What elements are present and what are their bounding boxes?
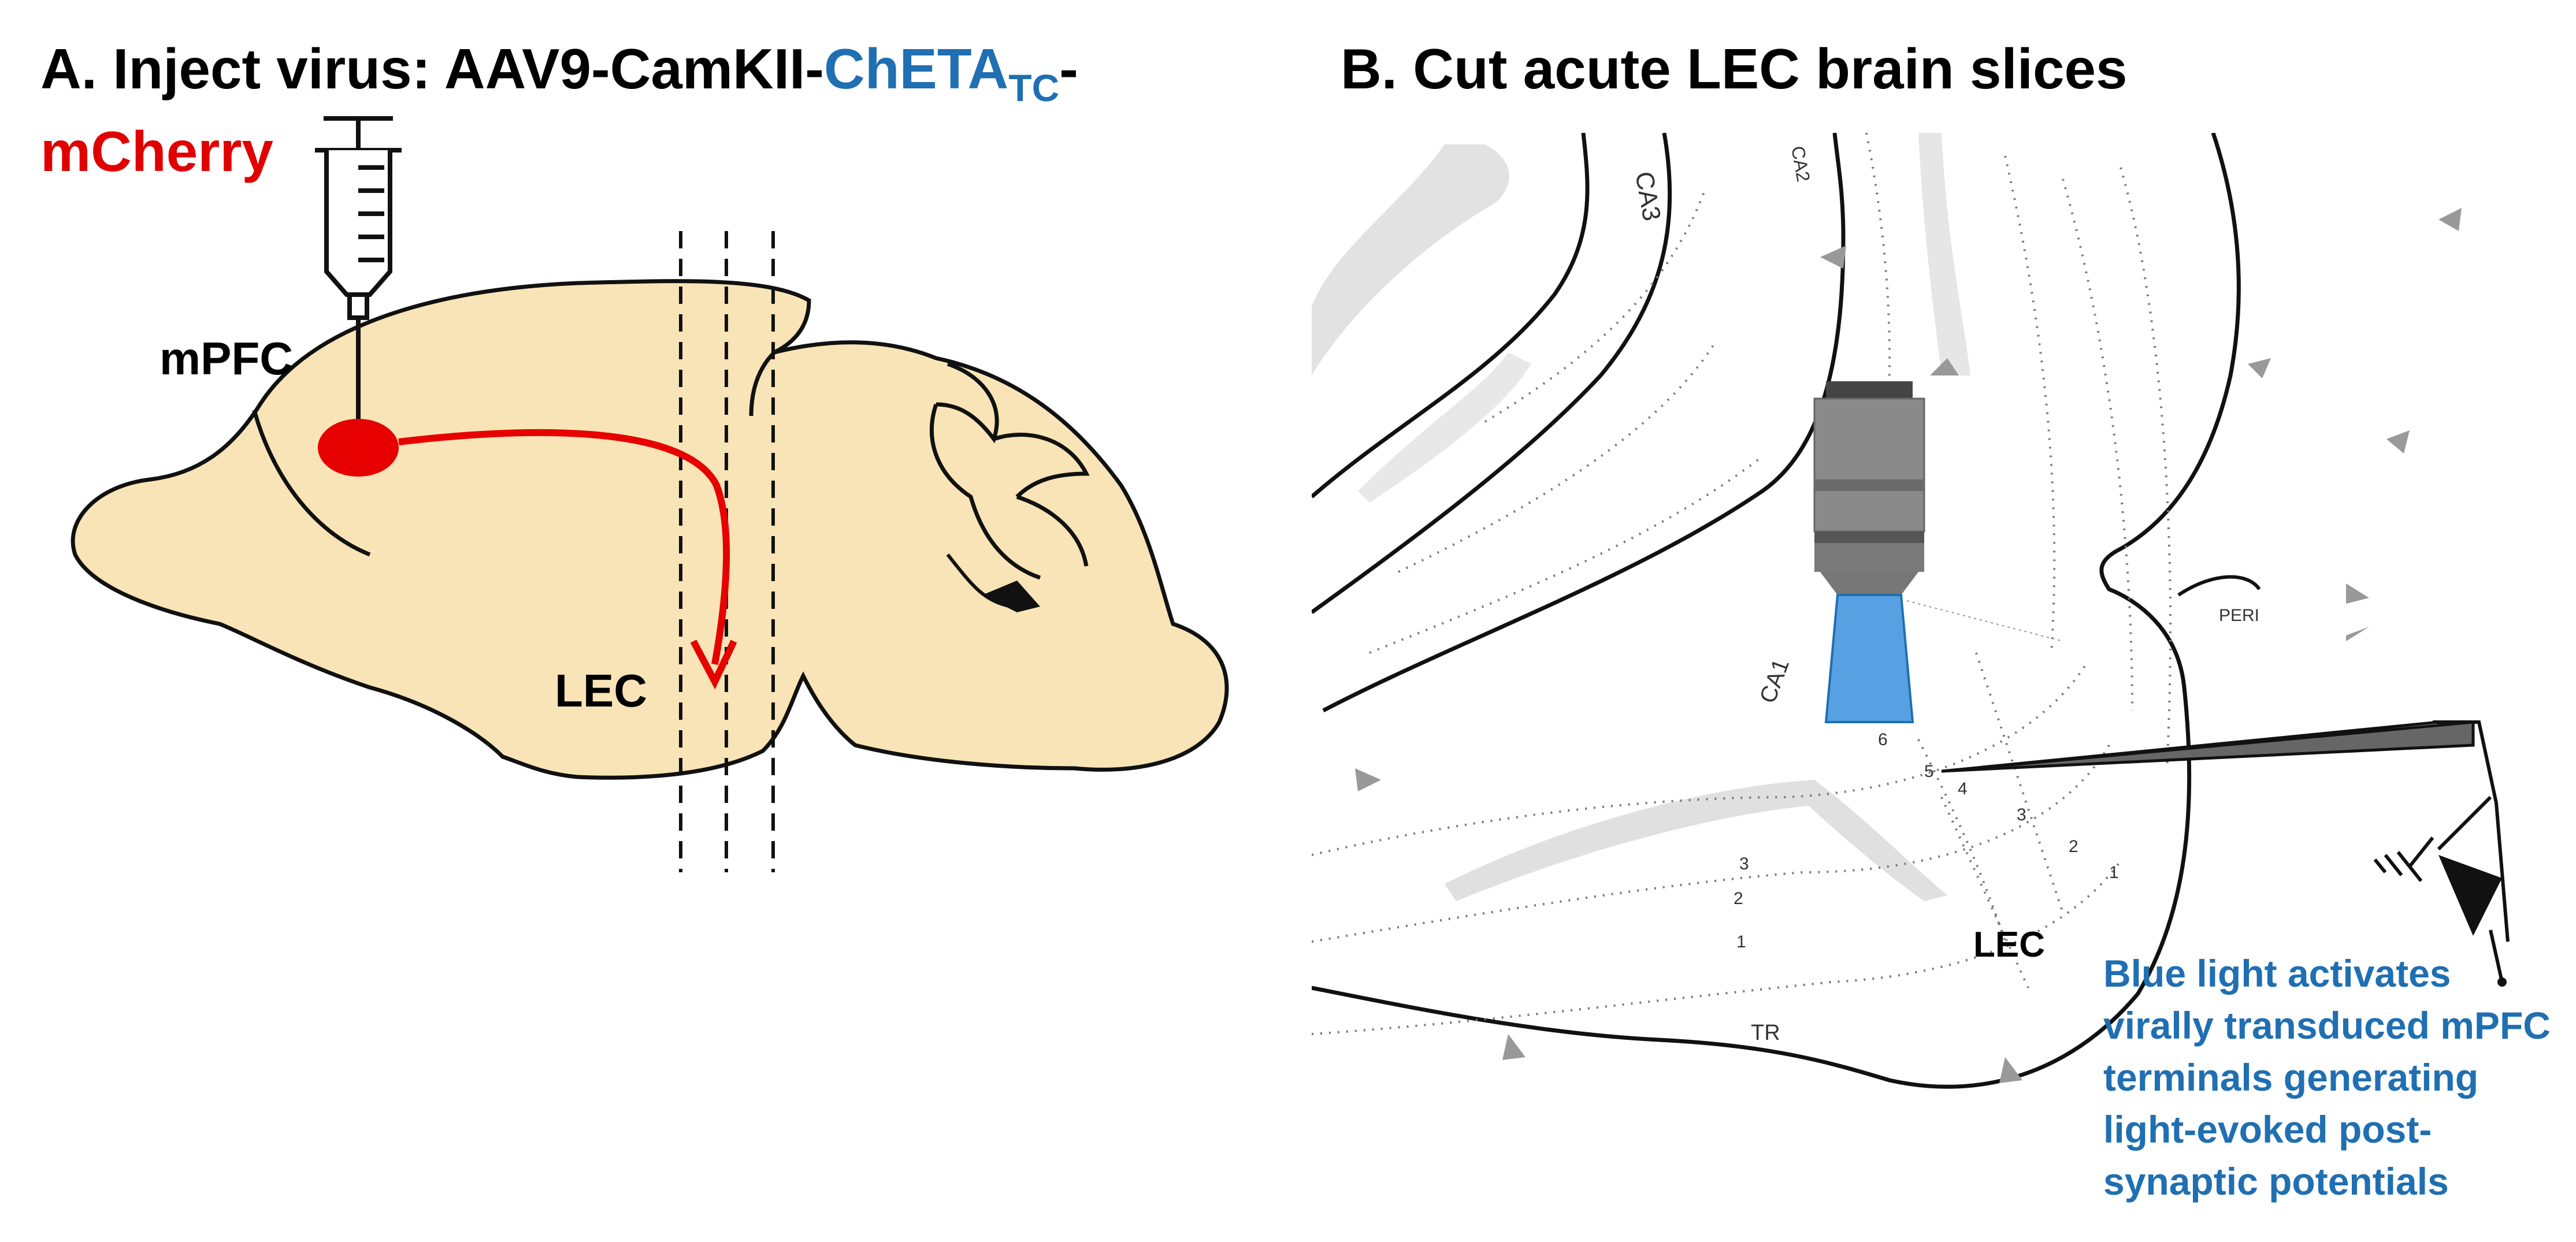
caption-line: Blue light activates (2103, 947, 2566, 999)
layer-5-label: 5 (1924, 762, 1934, 781)
blue-light-beam (1826, 595, 1913, 722)
injection-site (318, 419, 399, 477)
panel-b-title: B. Cut acute LEC brain slices (1341, 40, 2127, 97)
recording-pipette-icon (1942, 722, 2508, 942)
lec-label-a: LEC (555, 664, 647, 717)
alveus-band (1918, 133, 1970, 375)
layer-2-label: 2 (1734, 889, 1743, 908)
ca2-label: CA2 (1787, 144, 1814, 184)
blue-light-caption: Blue light activates virally transduced … (2103, 947, 2566, 1207)
objective-lens-icon (1814, 381, 2063, 722)
caption-line: light-evoked post- (2103, 1103, 2566, 1155)
caption-line: virally transduced mPFC (2103, 999, 2566, 1051)
lec-label-b: LEC (1973, 924, 2045, 965)
ca3-label: CA3 (1630, 169, 1666, 223)
brain-diagram (0, 0, 1271, 1242)
mpfc-label: mPFC (159, 332, 293, 385)
layer-1-label: 1 (2109, 863, 2119, 882)
ventricle-band (1312, 144, 1509, 375)
ca1-label: CA1 (1755, 656, 1794, 706)
peri-notch (2178, 577, 2259, 595)
angular-bundle (1445, 780, 1947, 901)
layer-3-label: 3 (2017, 805, 2026, 824)
left-edge-contour (1312, 133, 2239, 1087)
layer-1-label: 1 (1736, 932, 1746, 951)
layer-3-label: 3 (1739, 854, 1749, 873)
caption-line: synaptic potentials (2103, 1155, 2566, 1207)
peri-label: PERI (2219, 606, 2259, 625)
layer-2-label: 2 (2069, 837, 2078, 856)
layer-4-label: 4 (1958, 779, 1968, 798)
layer-6-label: 6 (1878, 730, 1888, 749)
white-matter-band-upper (1358, 352, 1531, 503)
caption-line: terminals generating (2103, 1051, 2566, 1103)
tr-label: TR (1751, 1021, 1780, 1045)
